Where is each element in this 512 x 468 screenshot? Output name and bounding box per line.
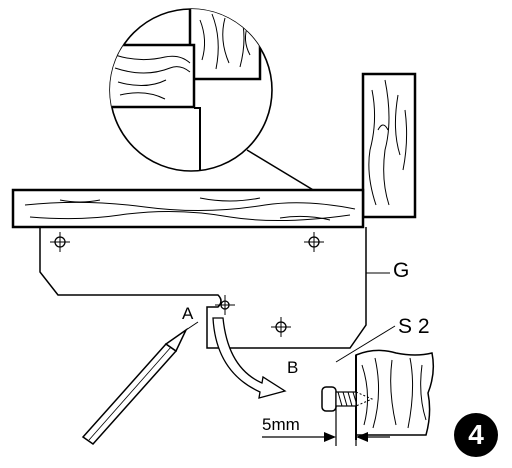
label-g: G <box>393 259 410 282</box>
pencil <box>81 321 199 445</box>
rotate-arrow-b <box>212 317 287 399</box>
screw-s2 <box>321 325 396 412</box>
mark-point-a <box>215 295 235 315</box>
label-s2: S 2 <box>398 315 430 338</box>
label-5mm: 5mm <box>262 415 300 434</box>
wood-piece <box>355 349 435 440</box>
magnified-detail <box>109 8 273 172</box>
dimension-5mm <box>262 406 390 446</box>
detail-upright-board <box>188 9 262 81</box>
screw-hole-right <box>304 232 324 252</box>
horizontal-board <box>11 188 365 229</box>
detail-board-end <box>110 43 196 109</box>
bracket-g <box>39 227 390 349</box>
step-number-badge: 4 <box>454 413 498 457</box>
screw-hole-left <box>50 232 70 252</box>
upright-board <box>361 72 417 219</box>
label-a: A <box>182 304 194 323</box>
label-b: B <box>287 358 299 377</box>
screw-hole-lower <box>271 317 291 337</box>
